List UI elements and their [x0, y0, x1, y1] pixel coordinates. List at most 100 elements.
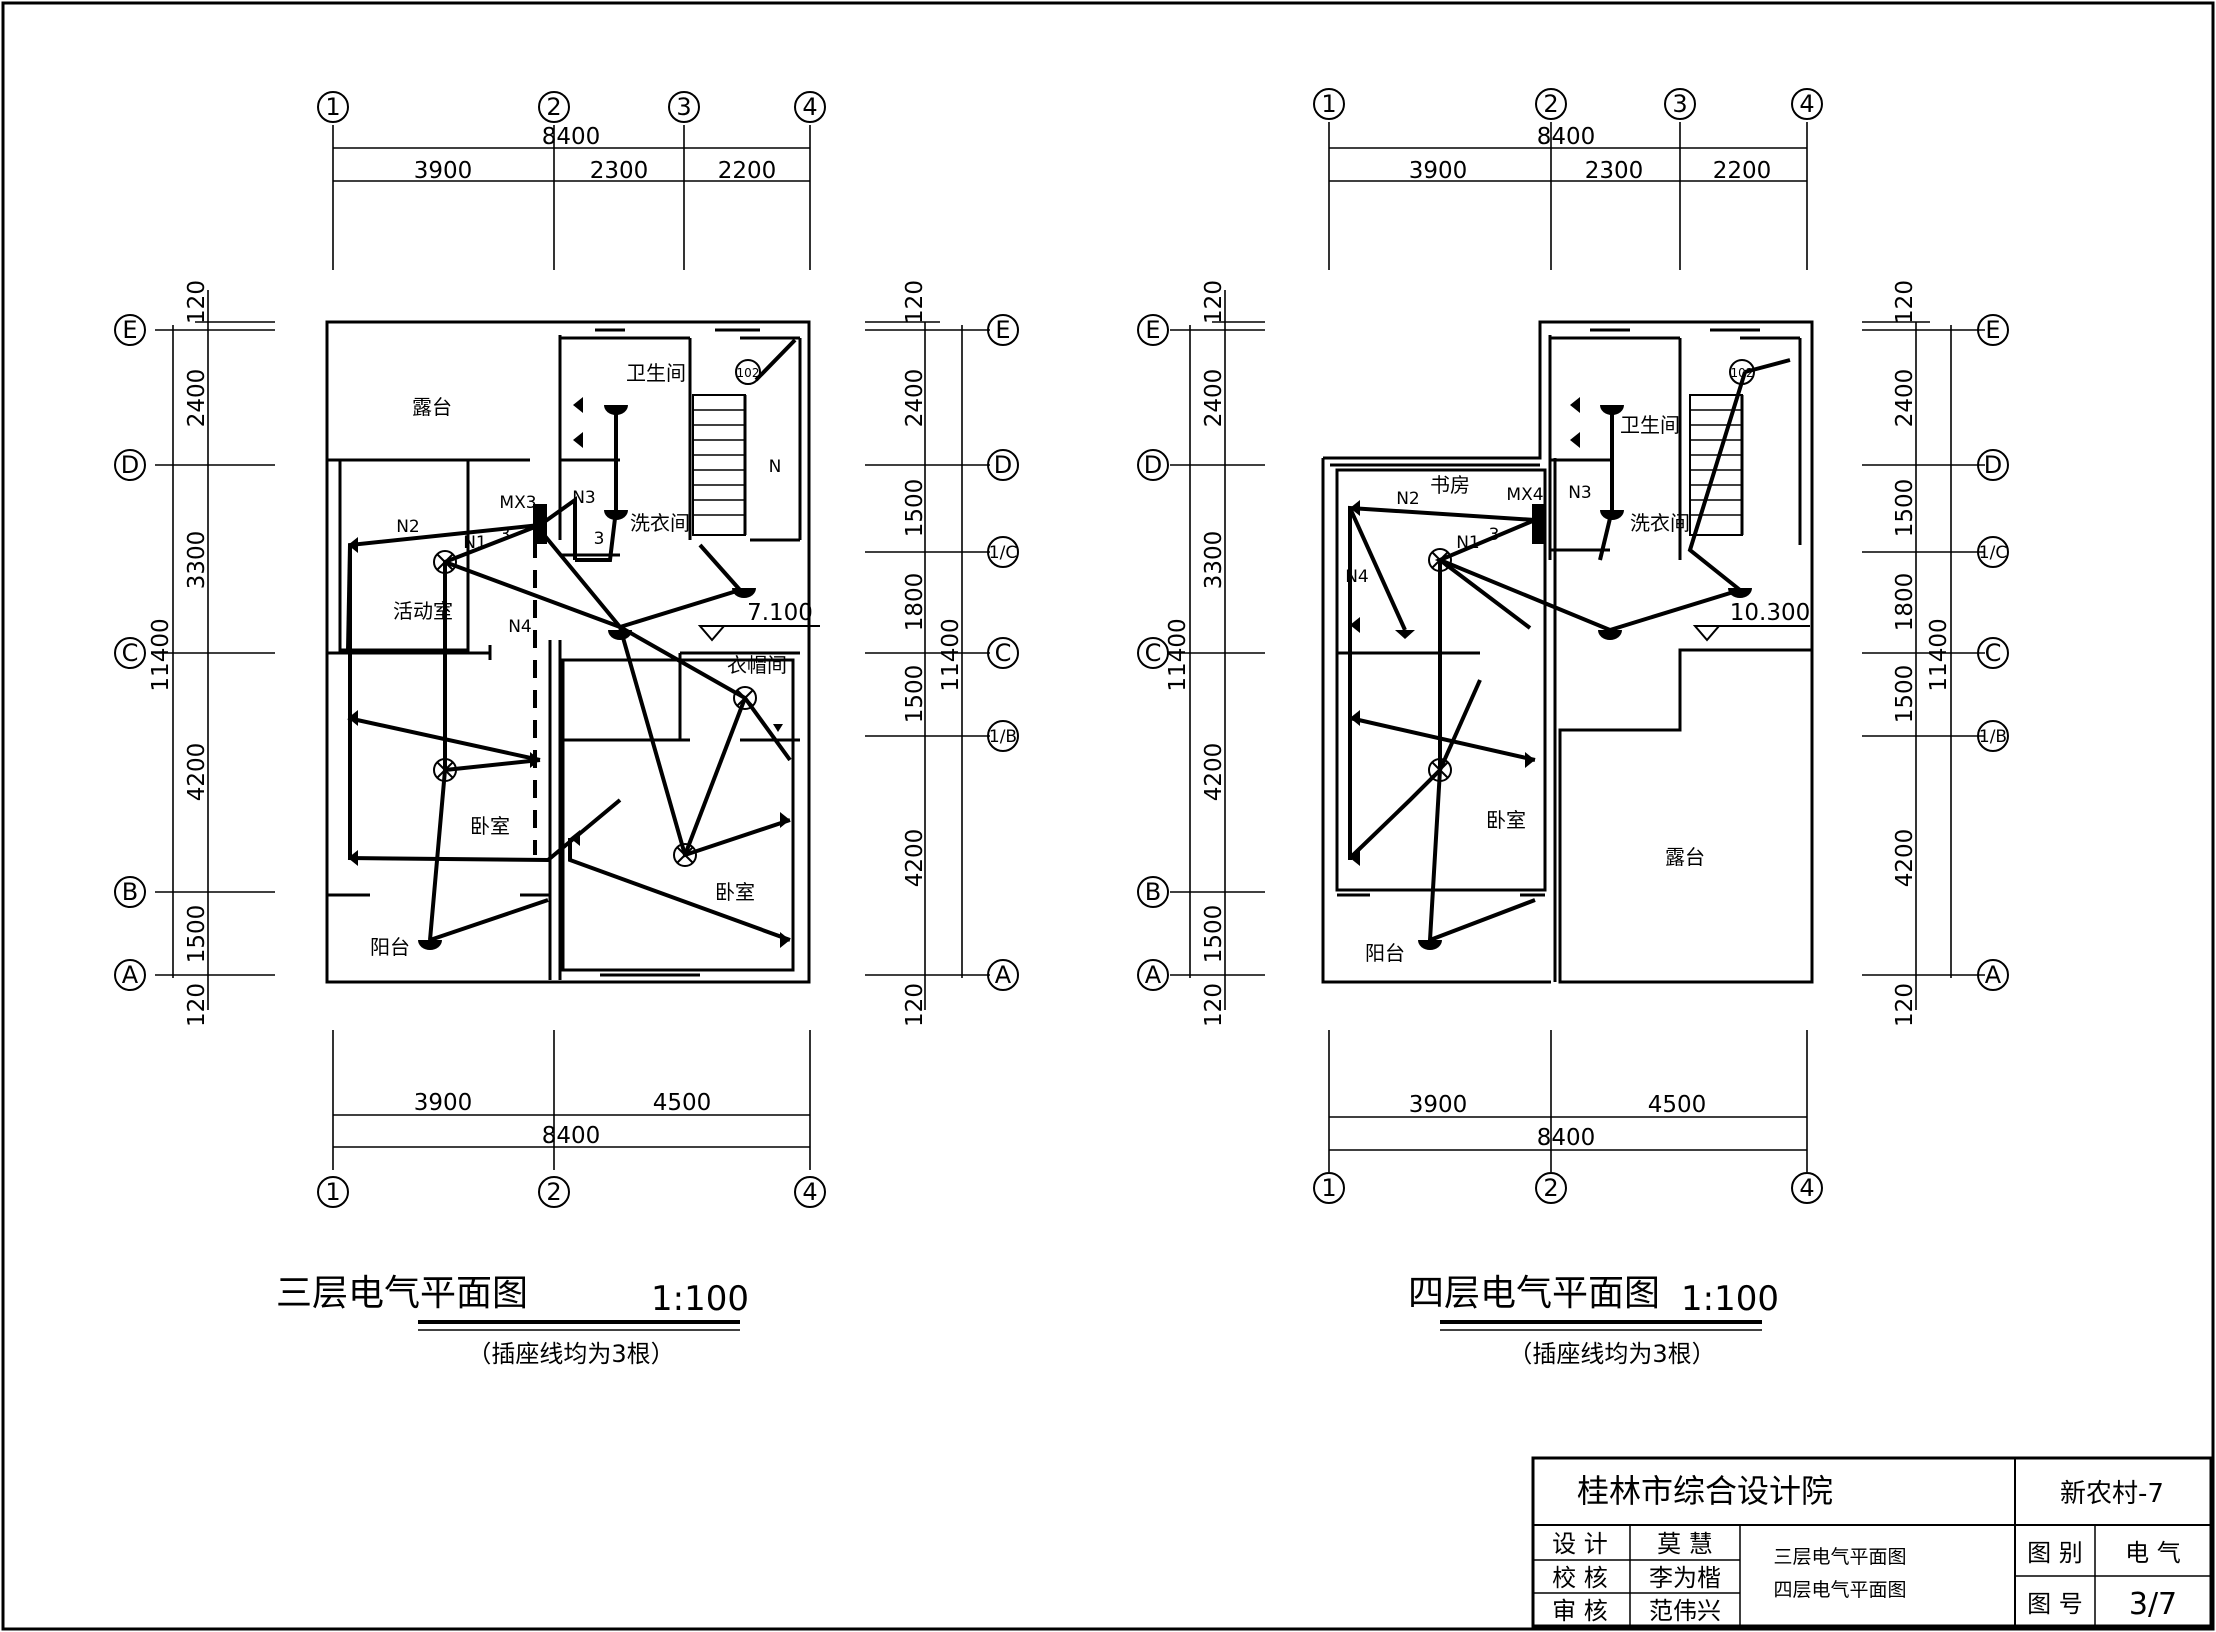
socket-icon	[1570, 397, 1580, 413]
left-dim: 120	[1201, 280, 1227, 324]
axis-bubble: 3	[1672, 90, 1687, 118]
room-label: 活动室	[393, 599, 453, 623]
right-total-dim: 11400	[938, 618, 964, 691]
axis-bubble: A	[1985, 961, 2002, 989]
wall-lamp-icon	[1395, 630, 1415, 639]
right-dim: 4200	[902, 829, 928, 888]
axis-bubble: B	[122, 878, 138, 906]
ceiling-lamp-icon	[1428, 758, 1452, 782]
room-label: 卧室	[470, 814, 510, 838]
wiring	[1348, 358, 1791, 950]
right-total-dim: 11400	[1926, 618, 1952, 691]
wall-lamp-icon	[1600, 510, 1624, 520]
room-label: 露台	[412, 395, 452, 419]
left-axis-bubbles: E D C B A	[114, 314, 146, 991]
top-dimension-chain: 8400 3900 2300 2200	[332, 124, 811, 270]
wall-lamp-icon	[1600, 405, 1624, 415]
category-value: 电 气	[2125, 1539, 2181, 1567]
axis-bubble: B	[1145, 878, 1161, 906]
top-axis-bubbles: 1 2 3 4	[317, 91, 826, 123]
axis-bubble: 2	[1543, 90, 1558, 118]
left-dim: 120	[184, 280, 210, 324]
wall-lamp-icon	[732, 588, 756, 598]
right-axis-bubbles: E D 1/C C 1/B A	[1977, 314, 2009, 991]
axis-bubble: 4	[1799, 90, 1814, 118]
left-dim: 3300	[184, 531, 210, 590]
person-name: 莫 慧	[1657, 1530, 1713, 1558]
socket-icon	[1570, 432, 1580, 448]
axis-bubble: 2	[1543, 1174, 1558, 1202]
ceiling-lamp-icon	[673, 843, 697, 867]
left-dim: 1500	[184, 905, 210, 964]
panel-label: MX4	[1506, 485, 1543, 505]
bottom-dim-2: 4500	[653, 1090, 712, 1116]
circuit-label: 3	[594, 529, 605, 549]
right-dim: 120	[1892, 983, 1918, 1027]
bottom-dimension-chain: 3900 4500 8400	[332, 1030, 811, 1170]
category-label: 图 别	[2027, 1539, 2083, 1567]
axis-bubble: 1	[325, 93, 340, 121]
axis-bubble: D	[1984, 451, 2002, 479]
plan-title: 三层电气平面图	[276, 1273, 528, 1314]
title-block: 桂林市综合设计院 新农村-7 设 计 莫 慧 校 核 李为楷 审 核 范伟兴 三…	[1531, 1456, 2213, 1628]
role-label: 校 核	[1552, 1564, 1608, 1592]
left-dim: 3300	[1201, 531, 1227, 590]
socket-icon	[1350, 710, 1360, 726]
room-label: 衣帽间	[727, 653, 787, 677]
institute-name: 桂林市综合设计院	[1577, 1472, 1833, 1510]
axis-bubble: D	[1144, 451, 1162, 479]
elevation-label: 10.300	[1730, 600, 1810, 626]
room-label: 卧室	[715, 880, 755, 904]
axis-bubble: D	[994, 451, 1012, 479]
axis-bubble: 4	[1799, 1174, 1814, 1202]
top-dim-1: 3900	[1409, 158, 1468, 184]
left-dim: 120	[1201, 983, 1227, 1027]
stair-tag: 102	[737, 366, 760, 380]
circuit-label: N1	[463, 533, 487, 553]
person-name: 范伟兴	[1649, 1597, 1721, 1625]
axis-bubble: E	[122, 316, 137, 344]
bottom-total-dim: 8400	[542, 1123, 601, 1149]
top-dim-3: 2200	[1713, 158, 1772, 184]
walls	[1321, 320, 1814, 984]
left-dim: 2400	[184, 369, 210, 428]
axis-bubble: C	[1985, 639, 2002, 667]
room-label: 露台	[1665, 845, 1705, 869]
axis-bubble: 1/C	[1979, 543, 2007, 563]
plan-scale: 1:100	[1681, 1279, 1779, 1319]
wall-lamp-icon	[608, 630, 632, 640]
axis-bubble: E	[995, 316, 1010, 344]
bottom-axis-bubbles: 1 2 4	[317, 1176, 826, 1208]
axis-bubble: 1	[1321, 90, 1336, 118]
role-label: 审 核	[1552, 1597, 1608, 1625]
socket-icon	[1350, 617, 1360, 633]
distribution-panel-icon	[1532, 504, 1546, 544]
axis-bubble: A	[995, 961, 1012, 989]
socket-icon	[348, 537, 358, 553]
axis-bubble: 2	[546, 1178, 561, 1206]
person-name: 李为楷	[1649, 1564, 1721, 1592]
room-label: 书房	[1430, 473, 1470, 497]
right-dimension-chain: 120 2400 1500 1800 1500 4200 120 11400	[1862, 280, 1985, 1027]
elevation-label: 7.100	[747, 600, 813, 626]
ceiling-lamp-icon	[433, 550, 457, 574]
right-dim: 1500	[902, 479, 928, 538]
number-label: 图 号	[2027, 1590, 2083, 1618]
circuit-label: 3	[500, 525, 511, 545]
drawing-title: 三层电气平面图 1:100 （插座线均为3根）	[276, 1273, 749, 1368]
drawing-title: 四层电气平面图 1:100 （插座线均为3根）	[1408, 1273, 1779, 1368]
left-total-dim: 11400	[148, 618, 174, 691]
axis-bubble: 4	[802, 93, 817, 121]
plan-title: 四层电气平面图	[1408, 1273, 1660, 1314]
right-dim: 1500	[902, 665, 928, 724]
circuit-label: N2	[396, 517, 420, 537]
right-dim: 120	[1892, 280, 1918, 324]
socket-icon	[1350, 500, 1360, 516]
role-label: 设 计	[1552, 1530, 1608, 1558]
left-dim: 4200	[184, 743, 210, 802]
right-dim: 2400	[902, 369, 928, 428]
room-label: 洗衣间	[630, 511, 690, 535]
stairs	[1689, 394, 1744, 536]
axis-bubble: E	[1145, 316, 1160, 344]
left-dimension-chain: 120 2400 3300 4200 1500 120 11400	[1165, 280, 1265, 1027]
